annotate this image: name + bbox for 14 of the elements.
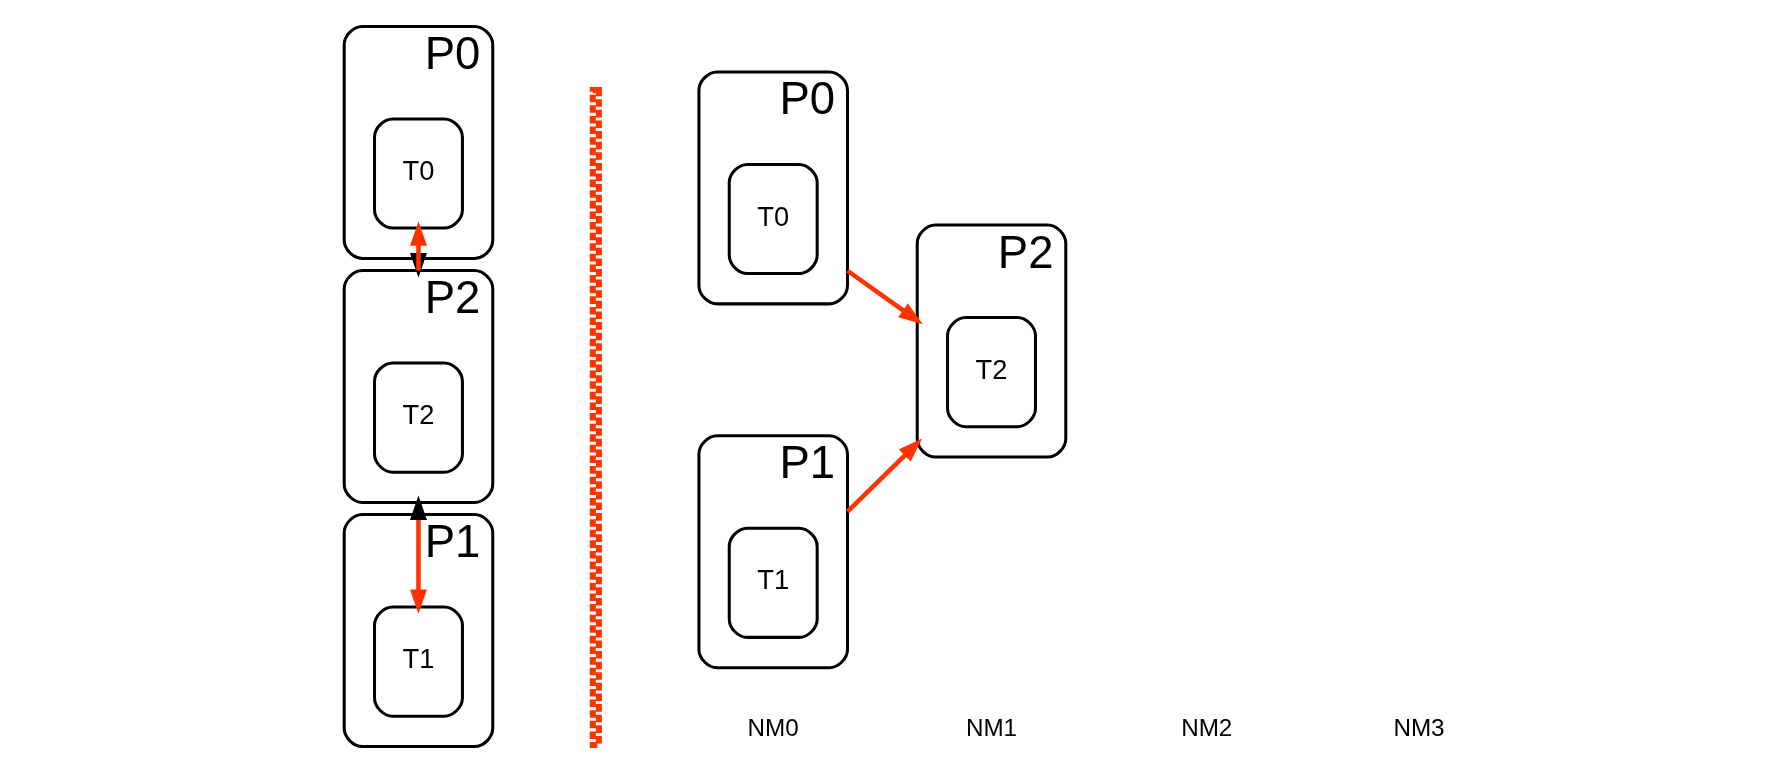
label: NM0 xyxy=(747,713,799,741)
arrow xyxy=(409,495,427,520)
arrow xyxy=(409,253,427,278)
node-box: T0 xyxy=(727,162,819,276)
node-box: T1 xyxy=(373,605,464,718)
node-box: T2 xyxy=(946,316,1037,429)
label: NM2 xyxy=(1181,713,1233,741)
label: NM3 xyxy=(1393,713,1445,741)
arrow xyxy=(846,268,923,325)
node-box: T0 xyxy=(373,117,464,230)
node-box: T1 xyxy=(727,526,819,639)
arrow xyxy=(845,438,923,514)
label: NM1 xyxy=(965,713,1018,741)
node-box: T2 xyxy=(373,361,464,474)
